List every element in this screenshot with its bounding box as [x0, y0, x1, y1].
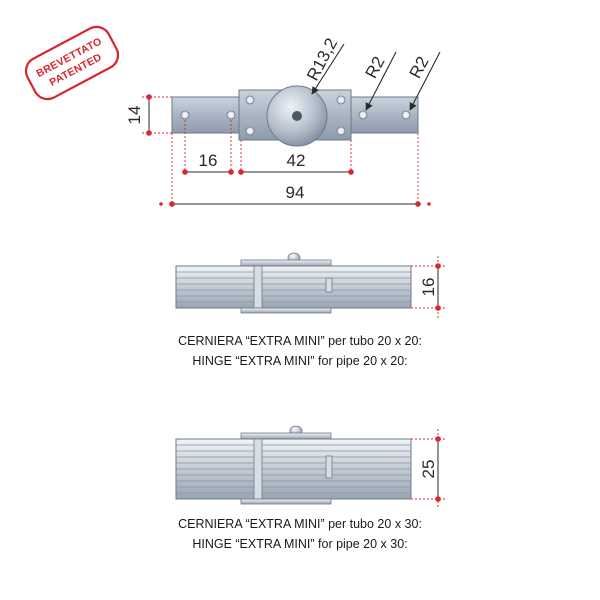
patent-stamp: BREVETTATO PATENTED [24, 25, 120, 101]
caption-large-en: HINGE “EXTRA MINI” for pipe 20 x 30: [192, 537, 408, 551]
screw-hole [336, 126, 346, 136]
caption-large: CERNIERA “EXTRA MINI” per tubo 20 x 30: … [0, 514, 600, 554]
dimension-small [411, 256, 445, 318]
hinge-side-view-large [175, 425, 412, 505]
radius-leaders [311, 43, 441, 111]
dimension-large [411, 429, 445, 509]
label-42: 42 [287, 151, 306, 170]
screw-hole [401, 110, 411, 120]
hinge-side-view-small [175, 252, 412, 314]
dimension-solid-lines-top [148, 97, 418, 205]
label-height-16: 16 [419, 278, 438, 297]
caption-small-en: HINGE “EXTRA MINI” for pipe 20 x 20: [192, 354, 408, 368]
caption-small-it: CERNIERA “EXTRA MINI” per tubo 20 x 20: [178, 334, 422, 348]
screw-hole [226, 110, 236, 120]
screw-hole [358, 110, 368, 120]
screw-hole [245, 95, 255, 105]
leader-r2-a [365, 51, 397, 111]
label-r2-b: R2 [406, 53, 433, 81]
label-94: 94 [286, 183, 305, 202]
leader-r13 [311, 43, 345, 95]
dimension-dots-top [146, 94, 431, 207]
hinge-plate-top-view [171, 85, 419, 147]
leader-r2-b [409, 51, 441, 111]
screw-hole [180, 110, 190, 120]
label-16: 16 [199, 151, 218, 170]
caption-large-it: CERNIERA “EXTRA MINI” per tubo 20 x 30: [178, 517, 422, 531]
label-height-25: 25 [419, 460, 438, 479]
label-r13: R13,2 [303, 35, 341, 84]
caption-small: CERNIERA “EXTRA MINI” per tubo 20 x 20: … [0, 331, 600, 371]
label-r2-a: R2 [362, 53, 389, 81]
screw-hole [336, 95, 346, 105]
stamp-border [24, 25, 120, 101]
label-height-14: 14 [125, 106, 144, 125]
pivot-hole [292, 111, 302, 121]
screw-hole [245, 126, 255, 136]
